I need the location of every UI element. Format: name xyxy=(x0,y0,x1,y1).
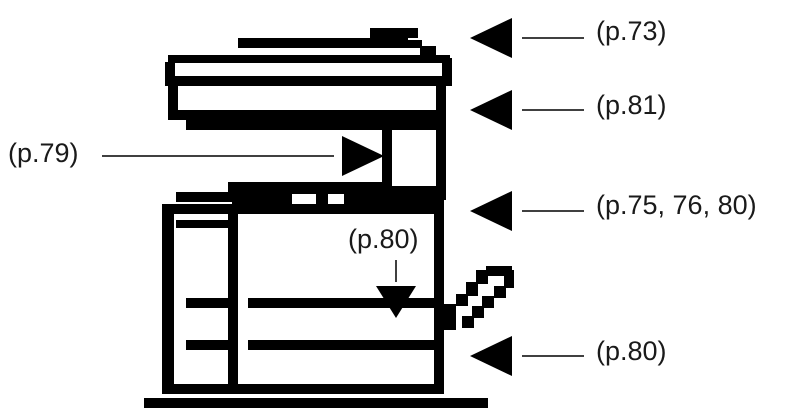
scanner-bottom xyxy=(168,110,446,120)
side-drawer-2 xyxy=(186,340,228,350)
bypass-tray-lower-2 xyxy=(482,296,494,308)
body-bottom xyxy=(162,384,444,394)
callout-leaders xyxy=(102,18,584,376)
body-top-edge xyxy=(162,204,238,214)
bypass-tray-step-1 xyxy=(456,294,468,306)
front-cover-top xyxy=(236,204,444,214)
paper-drawer-2 xyxy=(248,340,440,350)
side-unit-left-wall xyxy=(162,210,174,392)
callout-output-tray: (p.79) xyxy=(8,138,79,168)
bypass-tray-step-3 xyxy=(476,270,488,284)
scanner-shadow xyxy=(186,120,446,130)
control-panel-left xyxy=(232,194,292,206)
bypass-tray-lower-4 xyxy=(462,316,474,328)
exit-column-left xyxy=(382,128,392,188)
arrow-front-cover xyxy=(470,191,512,231)
side-unit-right-wall xyxy=(228,210,238,392)
arrow-scanner xyxy=(470,90,512,130)
bypass-tray-lower-3 xyxy=(472,306,484,318)
arrow-document-feeder xyxy=(470,18,512,58)
control-panel-block xyxy=(316,194,328,206)
document-feeder-hinge xyxy=(370,28,418,38)
document-feeder-top-bar xyxy=(238,38,408,48)
bypass-tray-tip xyxy=(486,266,512,276)
bypass-tray-lower-1 xyxy=(494,286,506,298)
callout-front-cover: (p.75, 76, 80) xyxy=(596,190,757,220)
body-top-panel xyxy=(228,182,390,194)
bypass-tray-tip-side xyxy=(504,270,514,288)
copier-machine xyxy=(144,28,514,408)
side-unit-inner-top xyxy=(176,220,228,228)
callout-paper-drawer: (p.80) xyxy=(596,336,667,366)
exit-column-base xyxy=(382,186,446,196)
side-drawer-1 xyxy=(186,298,228,308)
document-feeder-right xyxy=(442,58,452,78)
callout-document-feeder: (p.73) xyxy=(596,16,667,46)
callout-paper-tray: (p.80) xyxy=(348,224,419,254)
document-feeder-lip xyxy=(408,40,422,48)
document-feeder-edge xyxy=(420,46,436,56)
exit-column-right xyxy=(436,128,446,200)
bypass-tray-hinge xyxy=(444,304,456,330)
paper-drawer-1 xyxy=(248,298,440,308)
document-feeder-tray xyxy=(168,55,450,63)
arrow-paper-drawer xyxy=(470,336,512,376)
arrow-output-tray xyxy=(342,136,384,176)
scanner-left-wall xyxy=(168,86,178,116)
document-feeder-left xyxy=(165,62,175,80)
scanner-right-wall xyxy=(436,86,446,116)
arrow-paper-tray xyxy=(376,286,416,318)
control-panel-right xyxy=(344,194,444,206)
document-feeder-base xyxy=(165,76,452,86)
side-unit-top xyxy=(176,192,232,202)
bypass-tray-step-2 xyxy=(466,282,478,296)
base-plate xyxy=(144,398,488,408)
callout-scanner: (p.81) xyxy=(596,90,667,120)
